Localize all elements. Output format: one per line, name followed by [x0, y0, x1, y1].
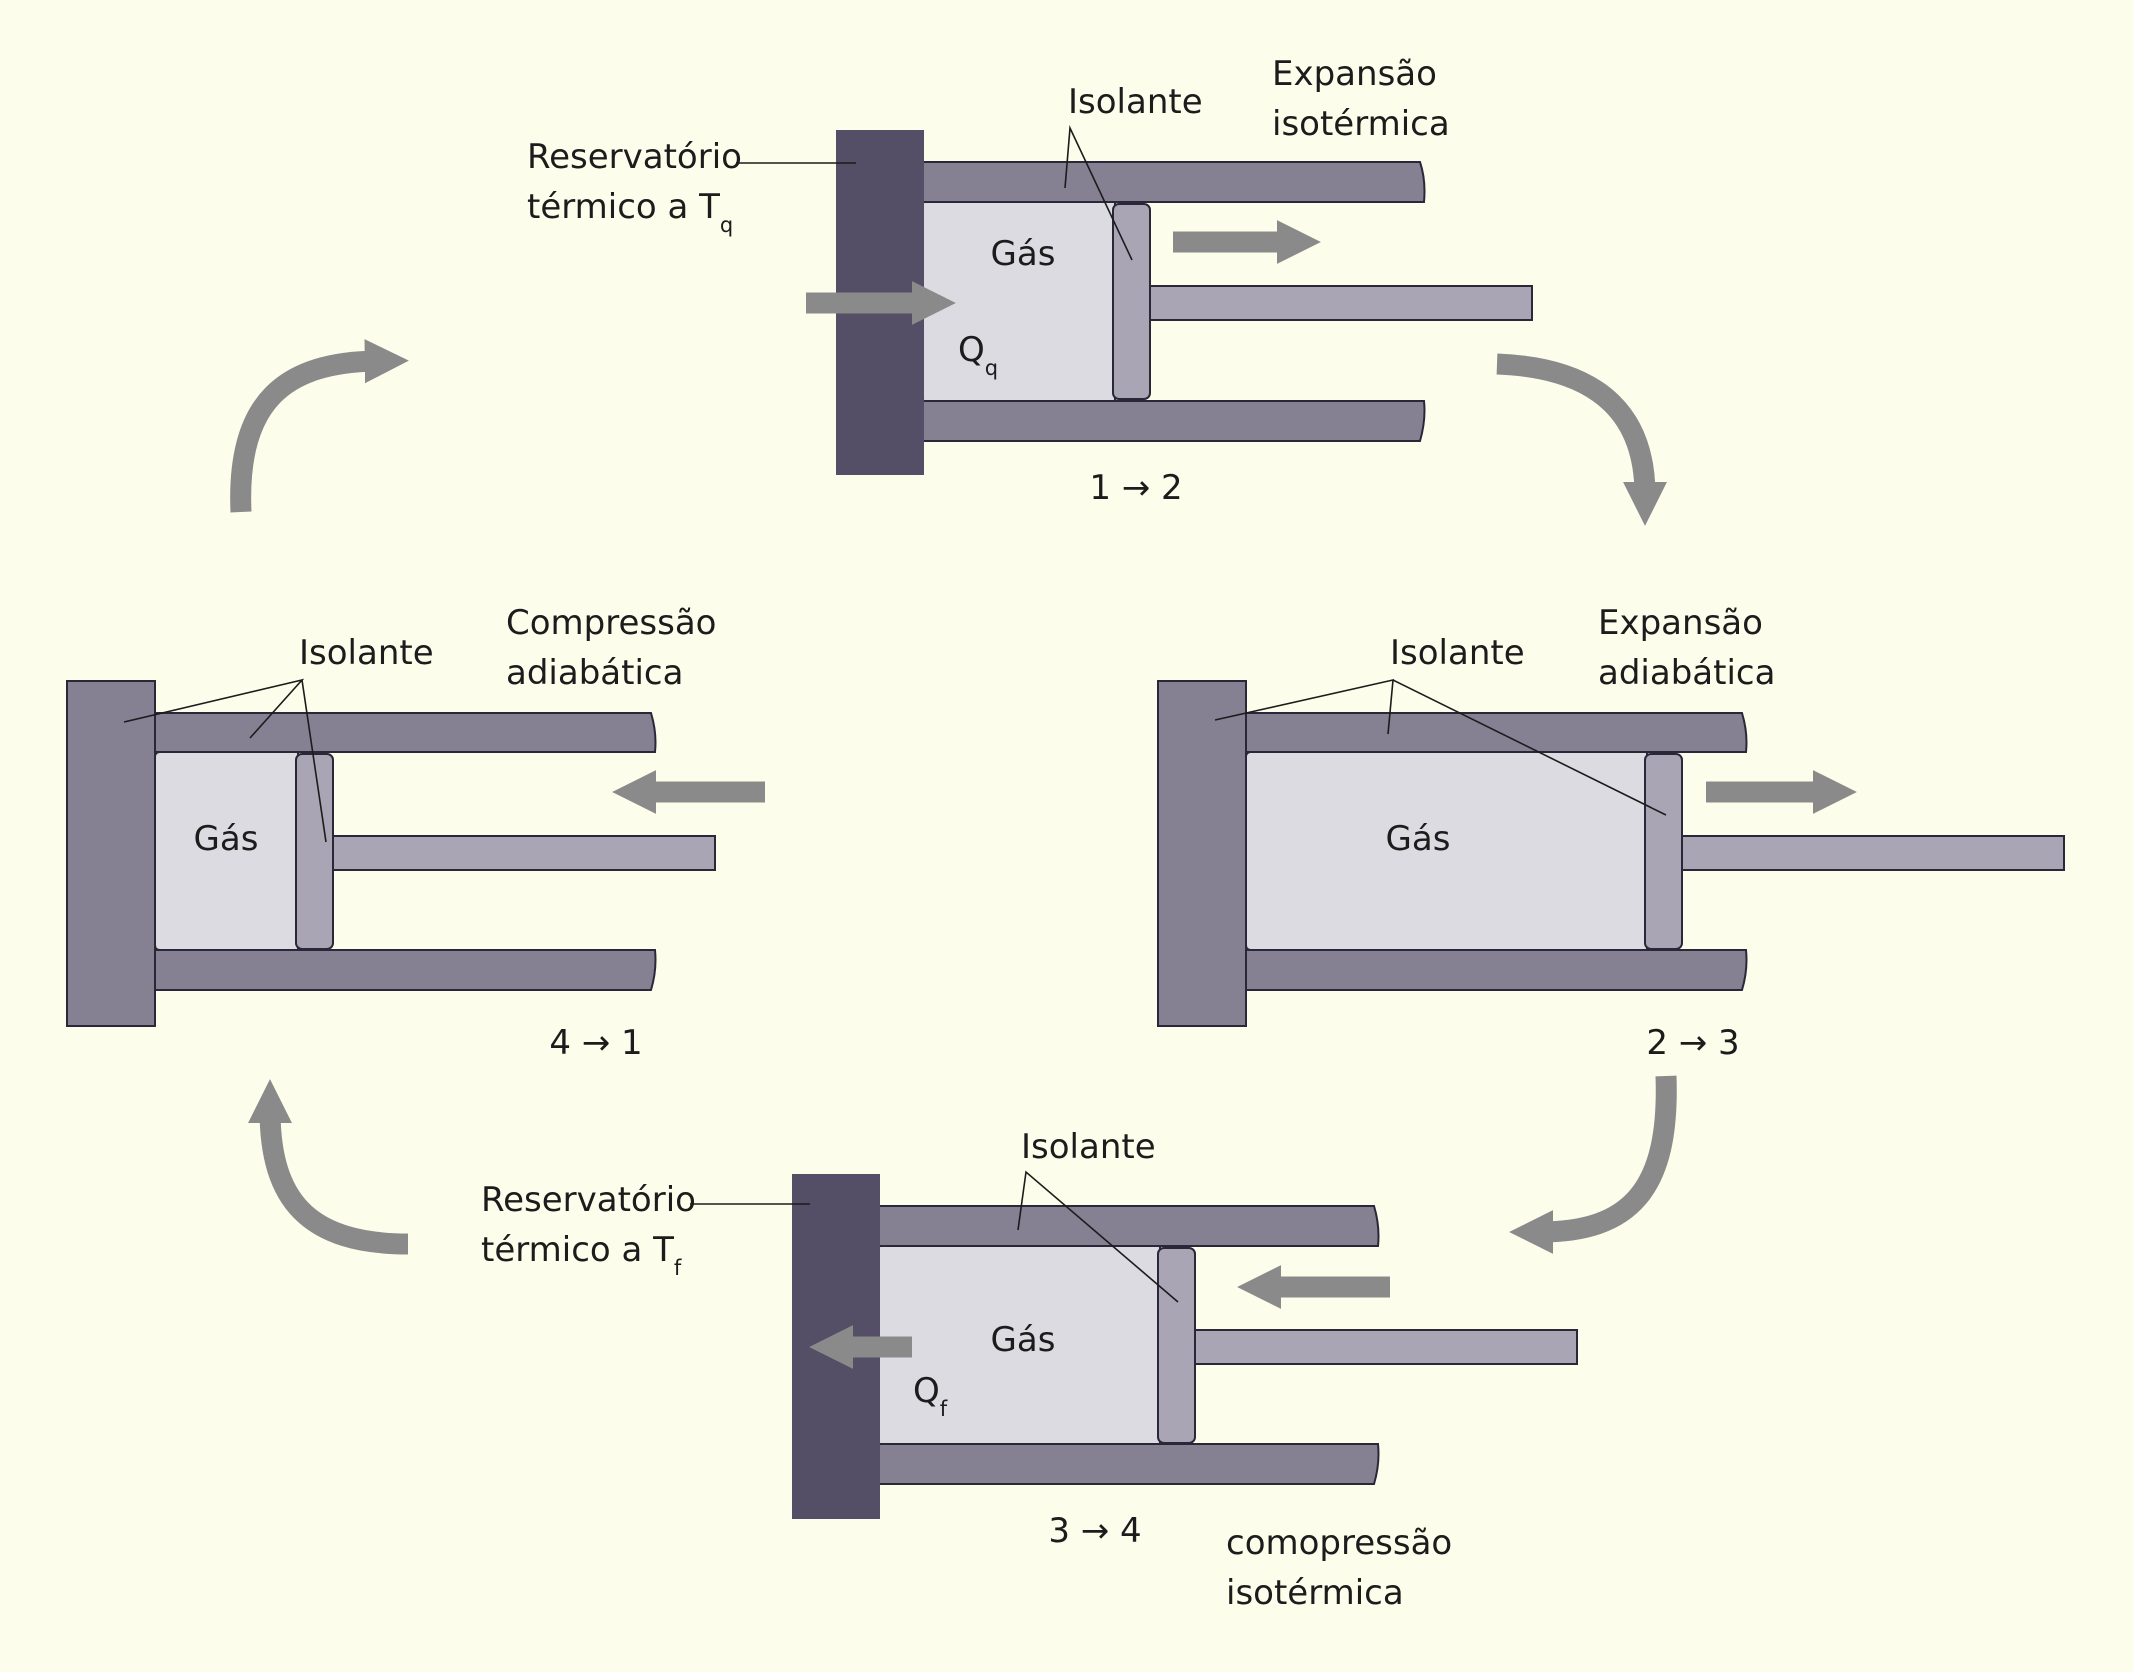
piston-rod [1681, 835, 2065, 871]
cycle-arrow-bottom-left [247, 1079, 409, 1255]
cycle-arrow-top-left [230, 339, 409, 513]
step-label: 4 → 1 [549, 1023, 642, 1063]
piston [1644, 753, 1683, 950]
insulator-label: Isolante [1390, 633, 1525, 673]
cycle-arrows [230, 339, 1677, 1255]
title-line2: isotérmica [1272, 104, 1450, 144]
reservoir-label-line2: térmico a Tf [481, 1230, 682, 1280]
stage-2-3: Expansão adiabática Isolante Gás 2 → 3 [1157, 603, 2065, 1063]
cycle-arrow-bottom-right [1509, 1075, 1677, 1255]
reservoir-label-line2: térmico a Tq [527, 187, 733, 237]
insulator-leader-piston [1392, 679, 1667, 816]
insulator-label: Isolante [1021, 1127, 1156, 1167]
insulating-base [66, 680, 156, 1027]
cylinder-bottom-wall [919, 400, 1426, 442]
title-line1: Expansão [1272, 54, 1437, 94]
reservoir-label-line1: Reservatório [481, 1180, 696, 1220]
reservoir-label-line1: Reservatório [527, 137, 742, 177]
gas-chamber [919, 201, 1116, 402]
title-line2: adiabática [1598, 653, 1775, 693]
gas-label: Gás [991, 234, 1056, 274]
cylinder-bottom-wall [154, 949, 657, 991]
title-line1: comopressão [1226, 1523, 1452, 1563]
stage-3-4: comopressão isotérmica Isolante Reservat… [481, 1127, 1578, 1613]
title-line1: Expansão [1598, 603, 1763, 643]
cylinder-top-wall [875, 1205, 1380, 1247]
insulator-label: Isolante [1068, 82, 1203, 122]
heat-label: Qq [958, 330, 998, 380]
piston [1157, 1247, 1196, 1444]
heat-label: Qf [913, 1371, 948, 1421]
cylinder-bottom-wall [875, 1443, 1380, 1485]
cylinder-top-wall [154, 712, 657, 753]
piston [295, 753, 334, 950]
insulating-base [1157, 680, 1247, 1027]
insulator-leader-piston [301, 679, 327, 843]
cylinder-top-wall [1245, 712, 1748, 753]
title-line2: isotérmica [1226, 1573, 1404, 1613]
gas-label: Gás [1386, 819, 1451, 859]
insulator-leader [1017, 1170, 1179, 1303]
step-label: 2 → 3 [1646, 1023, 1739, 1063]
piston-rod [332, 835, 716, 871]
step-label: 1 → 2 [1089, 468, 1182, 508]
cylinder-bottom-wall [1245, 949, 1748, 991]
title-line2: adiabática [506, 653, 683, 693]
piston-rod [1194, 1329, 1578, 1365]
cycle-arrow-top-right [1496, 353, 1668, 526]
stage-1-2: Expansão isotérmica Isolante Reservatóri… [527, 54, 1533, 508]
cylinder-top-wall [919, 161, 1426, 203]
title-line1: Compressão [506, 603, 716, 643]
insulator-label: Isolante [299, 633, 434, 673]
piston-rod [1149, 285, 1533, 321]
insulator-leader [1064, 124, 1133, 261]
piston [1112, 203, 1151, 400]
gas-label: Gás [194, 819, 259, 859]
step-label: 3 → 4 [1048, 1511, 1141, 1551]
gas-label: Gás [991, 1320, 1056, 1360]
stage-4-1: Compressão adiabática Isolante Gás 4 → 1 [66, 603, 765, 1063]
